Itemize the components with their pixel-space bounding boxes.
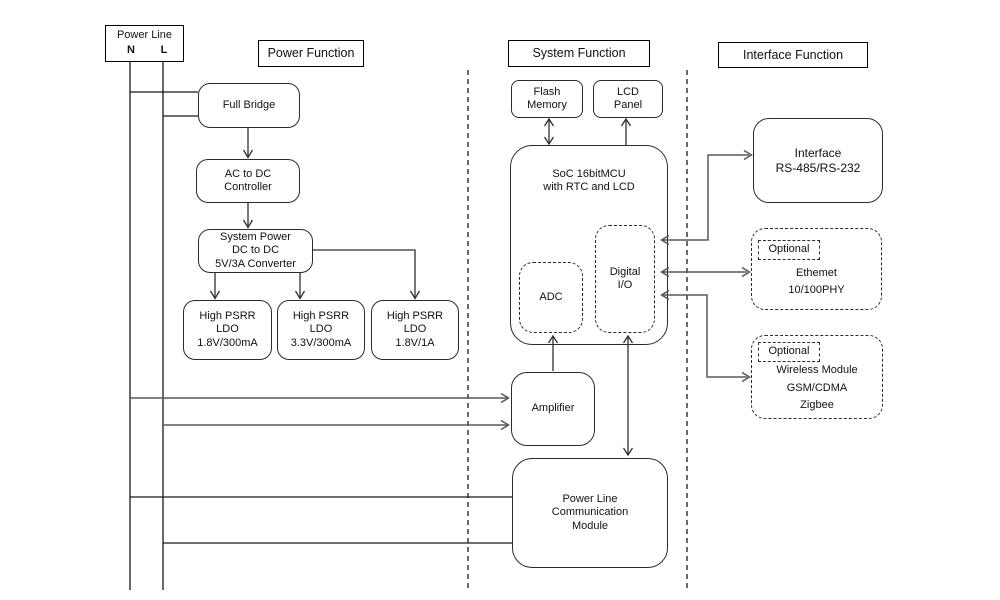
section-title-interface-function: Interface Function	[718, 42, 868, 68]
power-line-source-box: Power Line N L	[105, 25, 184, 62]
arrow-n-to-amplifier	[130, 392, 510, 404]
arrow-system-power-to-ldo3	[313, 249, 421, 300]
arrow-full-bridge-to-ac-dc	[242, 128, 254, 159]
arrow-digital-io-plc-bidirectional	[622, 334, 634, 457]
section-title-power-function: Power Function	[258, 40, 364, 67]
wireless-optional-block: Optional Wireless Module GSM/CDMA Zigbee	[751, 335, 883, 419]
ldo-3v3-300ma-block: High PSRR LDO 3.3V/300mA	[277, 300, 365, 360]
arrow-digital-io-ethernet-bidirectional	[660, 266, 751, 278]
arrow-system-power-to-ldo2	[294, 273, 306, 300]
ldo-1v8-300ma-block: High PSRR LDO 1.8V/300mA	[183, 300, 272, 360]
ethernet-optional-block: Optional Ethemet 10/100PHY	[751, 228, 882, 310]
lcd-panel-block: LCD Panel	[593, 80, 663, 118]
arrow-soc-to-lcd-panel	[620, 117, 632, 145]
power-line-n-label: N	[127, 44, 135, 56]
ldo-1v8-1a-block: High PSRR LDO 1.8V/1A	[371, 300, 459, 360]
adc-block: ADC	[519, 262, 583, 333]
power-line-l-label: L	[160, 44, 168, 56]
ac-dc-controller-block: AC to DC Controller	[196, 159, 300, 203]
arrow-digital-io-wireless-bidirectional	[660, 289, 751, 383]
wireless-label: Wireless Module GSM/CDMA Zigbee	[776, 364, 858, 412]
soc-mcu-label: SoC 16bitMCU with RTC and LCD	[543, 168, 635, 194]
ethernet-label: Ethemet 10/100PHY	[788, 267, 845, 297]
arrow-digital-io-rs485-bidirectional	[660, 149, 753, 246]
digital-io-block: Digital I/O	[595, 225, 655, 333]
arrow-l-to-amplifier	[163, 419, 510, 431]
plc-module-block: Power Line Communication Module	[512, 458, 668, 568]
rs485-rs232-interface-block: Interface RS-485/RS-232	[753, 118, 883, 203]
flash-memory-block: Flash Memory	[511, 80, 583, 118]
system-power-converter-block: System Power DC to DC 5V/3A Converter	[198, 229, 313, 273]
full-bridge-block: Full Bridge	[198, 83, 300, 128]
arrow-ac-dc-to-system-power	[242, 203, 254, 229]
power-line-title: Power Line	[116, 29, 173, 41]
wireless-optional-tag: Optional	[758, 342, 820, 362]
amplifier-block: Amplifier	[511, 372, 595, 446]
ethernet-optional-tag: Optional	[758, 240, 820, 260]
arrow-flash-soc-bidirectional	[543, 117, 555, 146]
arrow-system-power-to-ldo1	[209, 273, 221, 300]
section-title-system-function: System Function	[508, 40, 650, 67]
